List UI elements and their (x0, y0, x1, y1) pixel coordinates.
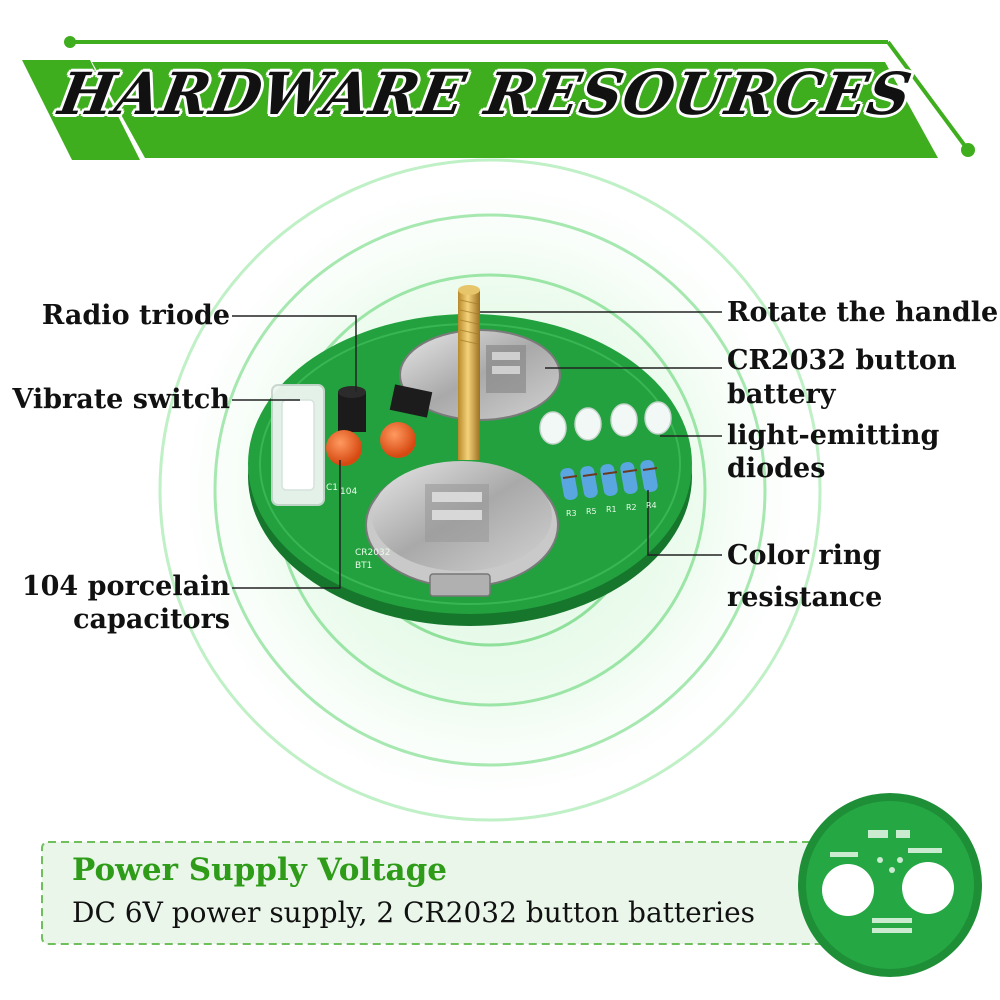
marking-cr2032: CR2032 (355, 548, 390, 558)
banner-shape (22, 36, 978, 160)
callout-leds-line2: diodes (727, 453, 826, 484)
marking-resistor: R5 (586, 507, 597, 516)
marking-resistor: R3 (566, 509, 577, 518)
marking-104: 104 (340, 487, 357, 497)
bare-pcb-thumbnail (798, 793, 982, 977)
callout-lines (232, 311, 722, 589)
callout-battery-line2: battery (727, 379, 836, 410)
callout-radio-triode: Radio triode (41, 300, 230, 331)
callout-capacitors-line1: 104 porcelain (21, 571, 230, 602)
marking-c1: C1 (326, 483, 338, 493)
marking-resistor: R1 (606, 505, 617, 514)
callout-vibrate-switch: Vibrate switch (12, 384, 230, 415)
callout-resistance-line2: resistance (727, 582, 883, 613)
callout-rotate-handle: Rotate the handle (727, 297, 999, 328)
callout-capacitors-line2: capacitors (73, 604, 230, 635)
callout-leds-line1: light-emitting (727, 420, 940, 451)
power-supply-box-shape (41, 841, 843, 945)
page-title: HARDWARE RESOURCES (54, 60, 918, 128)
callout-battery-line1: CR2032 button (727, 345, 957, 376)
led-group (539, 401, 672, 445)
marking-bt1: BT1 (355, 561, 372, 571)
pcb-board (248, 285, 692, 626)
power-supply-title: Power Supply Voltage (72, 852, 448, 888)
callout-resistance-line1: Color ring (727, 540, 882, 571)
resistor-group (560, 459, 658, 501)
marking-resistor: R4 (646, 501, 657, 510)
power-supply-text: DC 6V power supply, 2 CR2032 button batt… (72, 896, 756, 929)
marking-resistor: R2 (626, 503, 637, 512)
board-markings: C1 104 CR2032 BT1 (326, 483, 390, 571)
